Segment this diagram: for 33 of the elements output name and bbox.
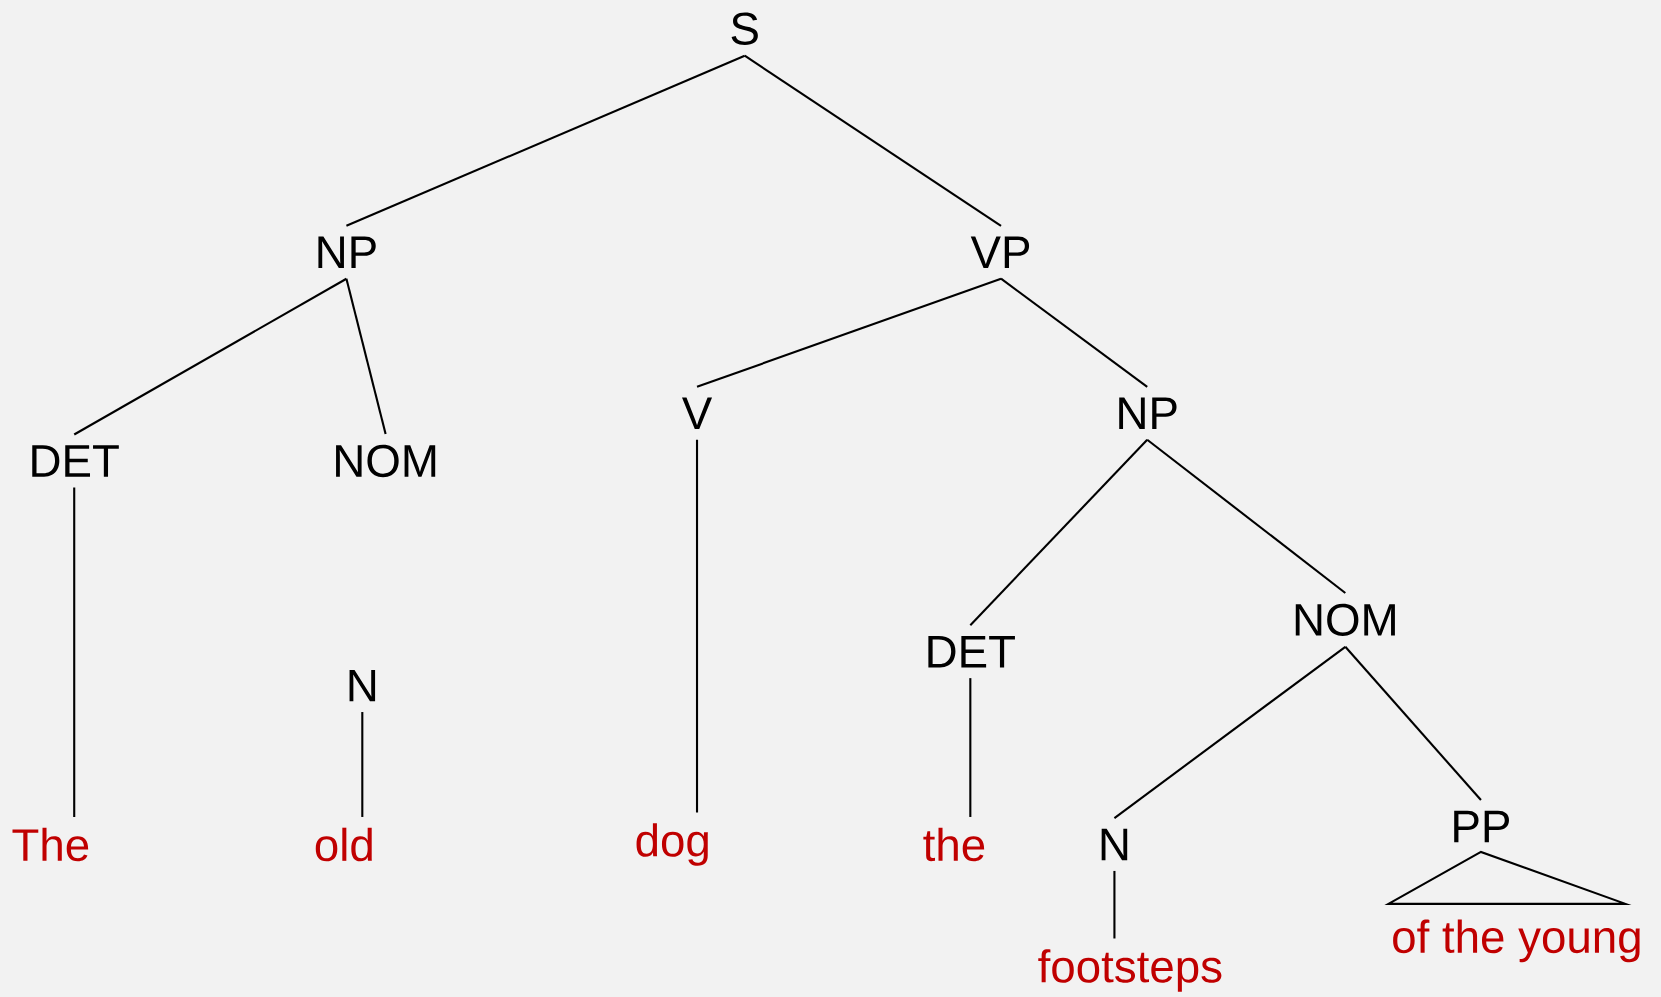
word-label: old [315,827,372,862]
category-label: DET [32,445,119,477]
tree-branch [73,277,347,436]
category-label: NOM [1295,603,1395,637]
category-label: S [731,12,758,45]
word-label: the [923,827,985,862]
category-label: N [1101,828,1128,861]
category-label: NP [318,236,376,268]
tree-branch [1113,870,1116,939]
tree-branch [345,278,387,435]
word-label: footsteps [1038,949,1222,992]
category-label: N [349,669,376,702]
word-label: dog [636,823,708,866]
tree-branch [696,277,1002,388]
category-label: VP [970,236,1030,268]
tree-branch [969,439,1148,626]
category-label: NP [1119,397,1177,429]
category-label: DET [928,636,1015,668]
tree-branch [361,712,364,817]
tree-branch [1000,277,1148,388]
category-label: PP [1454,810,1509,843]
tree-branch [969,678,972,817]
tree-branch [346,54,746,227]
tree-branch [695,439,699,813]
tree-branch [1146,438,1346,594]
tree-branch [73,487,76,817]
tree-branch [744,54,1002,227]
category-label: V [682,397,713,429]
tree-branch [1113,645,1346,819]
tree-branch [1344,646,1482,801]
category-label: NOM [336,444,436,478]
word-label: of the young [1393,919,1640,963]
word-label: The [12,827,89,862]
